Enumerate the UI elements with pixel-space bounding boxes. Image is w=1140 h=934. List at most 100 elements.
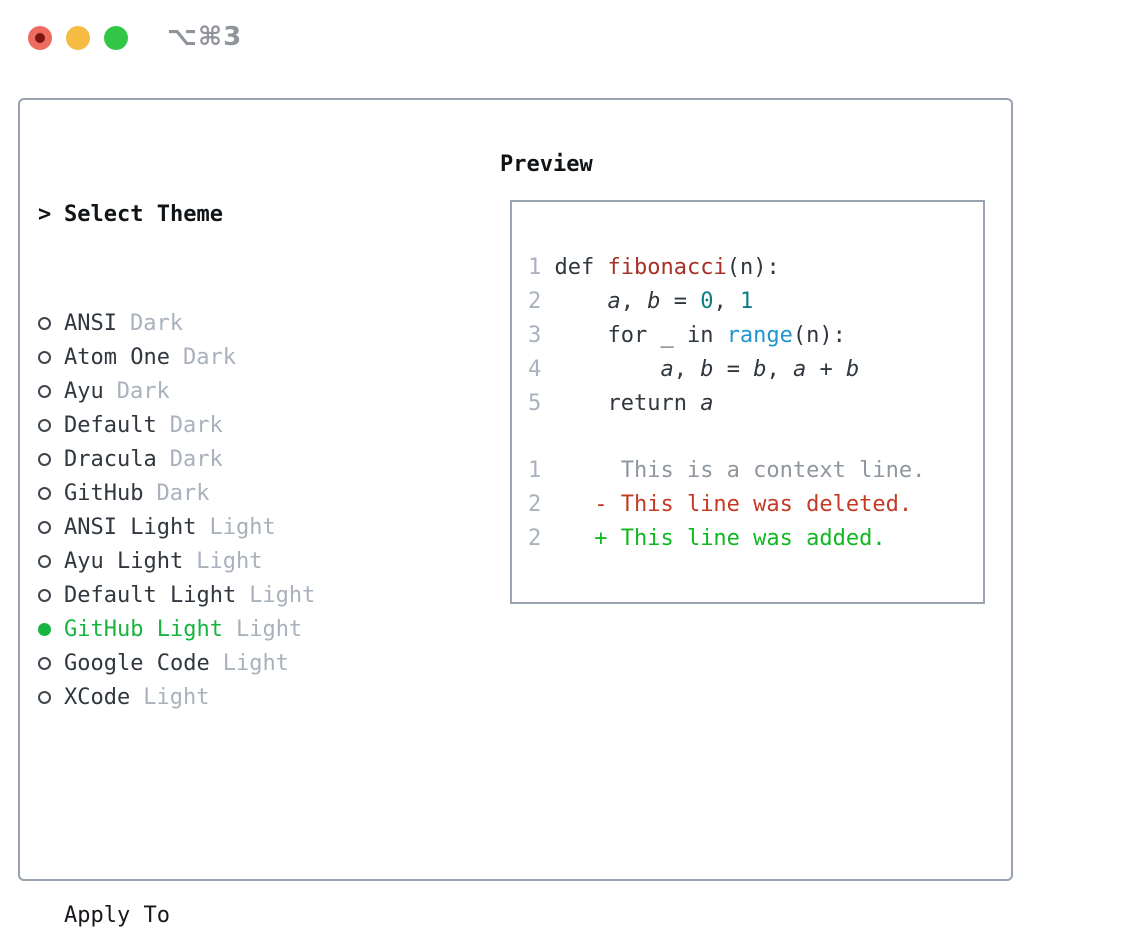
token-plain: , bbox=[673, 357, 701, 382]
code-line: 3 for _ in range(n): bbox=[528, 319, 983, 353]
token-plain: (n): bbox=[726, 255, 780, 280]
theme-variant-label: Dark bbox=[116, 379, 170, 404]
token-variable: b bbox=[700, 357, 714, 382]
theme-name: Default Light bbox=[64, 583, 237, 608]
token-function: fibonacci bbox=[607, 255, 727, 280]
radio-icon bbox=[38, 681, 64, 715]
window-title: ⌥⌘3 bbox=[167, 22, 243, 52]
radio-icon bbox=[38, 341, 64, 375]
radio-circle bbox=[38, 521, 51, 534]
theme-variant-label: Light bbox=[235, 617, 303, 642]
token-variable: b bbox=[753, 357, 767, 382]
theme-option-google-code[interactable]: Google Code Light bbox=[38, 647, 409, 681]
token-plain: , bbox=[766, 357, 793, 382]
token-variable: a bbox=[792, 357, 807, 382]
radio-circle bbox=[38, 691, 51, 704]
radio-icon bbox=[38, 409, 64, 443]
token-variable: a bbox=[607, 289, 621, 314]
code-line: 1 def fibonacci(n): bbox=[528, 251, 983, 285]
preview-title: Preview bbox=[500, 152, 593, 177]
theme-variant-label: Light bbox=[209, 515, 276, 540]
theme-name: GitHub Light bbox=[64, 617, 223, 642]
radio-icon bbox=[38, 307, 64, 341]
close-button[interactable] bbox=[28, 26, 52, 50]
radio-icon bbox=[38, 477, 64, 511]
token-plain bbox=[555, 289, 608, 314]
zoom-button[interactable] bbox=[104, 26, 128, 50]
line-number: 3 bbox=[528, 323, 555, 348]
spacer bbox=[38, 790, 409, 824]
apply-to-header: Apply To bbox=[38, 899, 409, 933]
diff-line-deleted: 2 - This line was deleted. bbox=[528, 488, 983, 522]
radio-icon bbox=[38, 545, 64, 579]
theme-option-atom-one[interactable]: Atom One Dark bbox=[38, 341, 409, 375]
theme-variant-label: Dark bbox=[129, 311, 183, 336]
theme-name: Google Code bbox=[64, 651, 210, 676]
code-line: 4 a, b = b, a + b bbox=[528, 353, 983, 387]
line-number: 2 bbox=[528, 492, 542, 517]
apply-to-title: Apply To bbox=[64, 903, 170, 928]
line-number: 2 bbox=[528, 526, 542, 551]
radio-icon bbox=[38, 375, 64, 409]
token-variable: a bbox=[700, 391, 714, 416]
theme-name: Atom One bbox=[64, 345, 170, 370]
radio-circle bbox=[38, 385, 51, 398]
token-plain: (n): bbox=[792, 323, 846, 348]
theme-variant-label: Light bbox=[196, 549, 263, 574]
token-plain: = bbox=[713, 357, 754, 382]
diff-preview-block: 1 This is a context line.2 - This line w… bbox=[528, 454, 983, 556]
radio-icon bbox=[38, 443, 64, 477]
radio-circle bbox=[38, 419, 51, 432]
minimize-button[interactable] bbox=[66, 26, 90, 50]
theme-variant-label: Dark bbox=[156, 481, 210, 506]
diff-line-context: 1 This is a context line. bbox=[528, 454, 983, 488]
token-variable: b bbox=[845, 357, 860, 382]
radio-circle bbox=[38, 657, 51, 670]
line-number: 4 bbox=[528, 357, 555, 382]
radio-icon bbox=[38, 511, 64, 545]
theme-variant-label: Dark bbox=[169, 447, 223, 472]
radio-icon bbox=[38, 579, 64, 613]
theme-name: GitHub bbox=[64, 481, 144, 506]
radio-circle bbox=[38, 589, 51, 602]
token-builtin: range bbox=[726, 323, 793, 348]
token-plain: , bbox=[713, 289, 740, 314]
select-theme-header: >Select Theme bbox=[38, 198, 409, 232]
line-number: 2 bbox=[528, 289, 555, 314]
theme-name: Ayu Light bbox=[64, 549, 184, 574]
token-variable: a bbox=[660, 357, 674, 382]
theme-variant-label: Light bbox=[143, 685, 210, 710]
theme-name: Default bbox=[64, 413, 157, 438]
token-plain: def bbox=[554, 255, 608, 280]
radio-circle bbox=[38, 487, 51, 500]
theme-variant-label: Light bbox=[222, 651, 289, 676]
token-plain: , bbox=[620, 289, 648, 314]
token-plain: = bbox=[660, 289, 701, 314]
theme-variant-label: Dark bbox=[182, 345, 236, 370]
theme-option-github[interactable]: GitHub Dark bbox=[38, 477, 409, 511]
token-plain bbox=[555, 357, 661, 382]
token-plain: return bbox=[554, 391, 701, 416]
theme-option-ayu-light[interactable]: Ayu Light Light bbox=[38, 545, 409, 579]
token-number: 1 bbox=[739, 289, 754, 314]
diff-text: + This line was added. bbox=[541, 526, 886, 551]
line-number: 5 bbox=[528, 391, 555, 416]
code-line: 5 return a bbox=[528, 387, 983, 421]
token-plain: + bbox=[806, 357, 846, 382]
close-dot-icon bbox=[35, 33, 45, 43]
theme-option-github-light[interactable]: GitHub Light Light bbox=[38, 613, 409, 647]
titlebar: ⌥⌘3 bbox=[0, 0, 1140, 60]
